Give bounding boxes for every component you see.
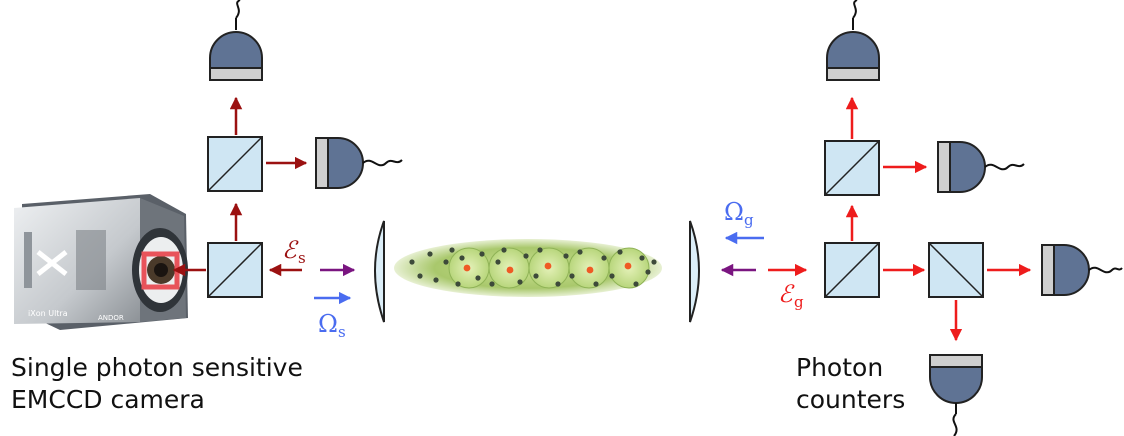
ground-control-subscript: g bbox=[744, 211, 754, 229]
camera-caption-line2: EMCCD camera bbox=[11, 385, 205, 414]
ground-control-symbol: Ω bbox=[724, 198, 744, 226]
camera-brand-text: ANDOR bbox=[98, 314, 124, 322]
signal-control-subscript: s bbox=[338, 323, 346, 341]
photon-detector-icon bbox=[826, 0, 880, 81]
ground-field-symbol: ℰ bbox=[778, 280, 795, 308]
ground-field-subscript: g bbox=[794, 293, 804, 311]
counters-caption: Photon counters bbox=[796, 352, 905, 416]
counters-caption-line2: counters bbox=[796, 385, 906, 414]
beam-splitter-icon bbox=[928, 242, 984, 298]
photon-detector-icon bbox=[209, 0, 263, 81]
emccd-camera-icon: iXon Ultra ANDOR bbox=[14, 194, 188, 330]
atom-cloud-icon bbox=[394, 239, 662, 297]
camera-caption-line1: Single photon sensitive bbox=[11, 353, 303, 382]
beam-splitter-icon bbox=[824, 140, 880, 196]
beam-splitter-icon bbox=[824, 242, 880, 298]
signal-control-symbol: Ω bbox=[318, 310, 338, 338]
beam-splitter-icon bbox=[207, 136, 263, 192]
photon-detector-icon bbox=[315, 137, 403, 189]
beam-splitter-icon bbox=[207, 242, 263, 298]
camera-model-text: iXon Ultra bbox=[28, 309, 68, 318]
camera-caption: Single photon sensitive EMCCD camera bbox=[11, 352, 303, 416]
photon-detector-icon bbox=[929, 354, 983, 436]
signal-field-symbol: ℰ bbox=[282, 236, 299, 264]
lens-icon bbox=[689, 220, 700, 323]
signal-field-subscript: s bbox=[298, 249, 306, 267]
counters-caption-line1: Photon bbox=[796, 353, 884, 382]
photon-detector-icon bbox=[937, 141, 1025, 193]
photon-detector-icon bbox=[1041, 244, 1123, 296]
lens-icon bbox=[374, 220, 385, 323]
